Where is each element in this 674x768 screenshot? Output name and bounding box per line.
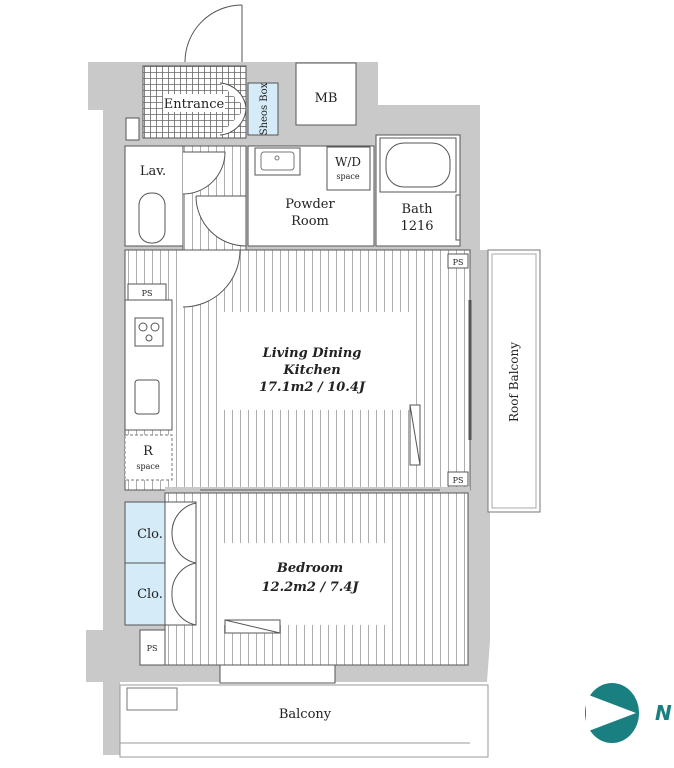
- shoes-box-label: Sheos Box: [259, 82, 270, 135]
- balcony-label: Balcony: [279, 707, 332, 722]
- shoes-box: [247, 82, 279, 136]
- ldk-label-1: Living Dining: [262, 346, 362, 361]
- mb-label: MB: [315, 91, 338, 106]
- ps-bedroom-label: PS: [147, 644, 158, 653]
- bedroom-label: Bedroom: [276, 561, 343, 576]
- balcony[interactable]: [119, 684, 489, 758]
- ldk-sliding-door[interactable]: [409, 404, 421, 466]
- kitchen-sink-icon: [134, 379, 160, 415]
- closet-doors[interactable]: [171, 502, 197, 626]
- ps-kitchen-label: PS: [142, 289, 153, 298]
- ps-ldk-top: [447, 253, 469, 269]
- ps-ldk-bottom-label: PS: [453, 476, 464, 485]
- refrigerator-space: [124, 434, 173, 481]
- ps-ldk-bottom: [447, 471, 469, 487]
- ps-ldk-top-label: PS: [453, 258, 464, 267]
- north-label: N: [655, 701, 672, 725]
- closet-1-label: Clo.: [137, 527, 163, 542]
- entrance-door[interactable]: [184, 4, 243, 63]
- closet-2-label: Clo.: [137, 587, 163, 602]
- roof-balcony-label: Roof Balcony: [507, 342, 521, 422]
- ps-kitchen: [127, 283, 167, 301]
- powder-room-label: Room: [291, 214, 329, 229]
- entrance-label: Entrance: [164, 97, 225, 112]
- north-compass-icon: [585, 683, 639, 743]
- bath-label: Bath: [402, 202, 434, 217]
- bedroom-window: [219, 664, 336, 684]
- powder-label: Powder: [285, 197, 335, 212]
- bath-size-label: 1216: [400, 219, 433, 234]
- powder-room-door[interactable]: [195, 195, 247, 247]
- wd-label: W/D: [335, 155, 361, 169]
- lav-door[interactable]: [182, 151, 226, 195]
- meter-box: [295, 62, 357, 126]
- wd-space-label: space: [336, 172, 359, 181]
- refrigerator-label: R: [143, 444, 154, 459]
- refrigerator-space-label: space: [136, 462, 159, 471]
- lav-label: Lav.: [140, 164, 166, 179]
- toilet-icon: [138, 192, 166, 244]
- washer-dryer-space: [326, 146, 371, 191]
- shoe-box-doors: [219, 82, 247, 136]
- ldk-area: 17.1m2 / 10.4J: [259, 380, 366, 395]
- ps-bedroom: [139, 629, 166, 666]
- entrance-label-bg: [163, 94, 225, 112]
- ldk-label-2: Kitchen: [282, 363, 340, 378]
- stove-icon: [134, 317, 164, 347]
- roof-balcony[interactable]: [487, 249, 541, 513]
- ldk-door[interactable]: [182, 249, 241, 308]
- closet-2: [124, 562, 166, 626]
- bedroom-area: 12.2m2 / 7.4J: [261, 580, 359, 595]
